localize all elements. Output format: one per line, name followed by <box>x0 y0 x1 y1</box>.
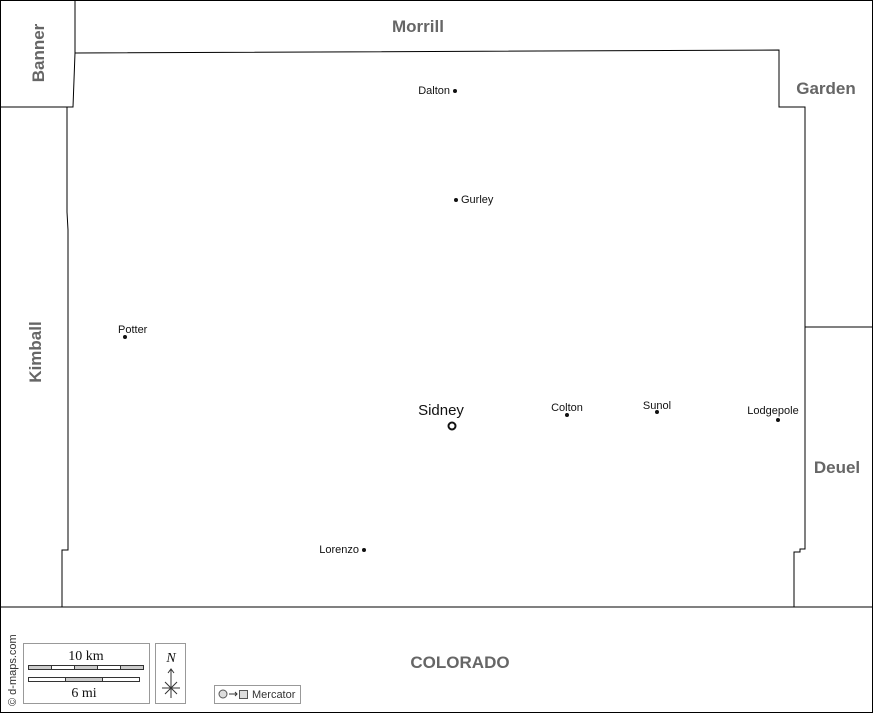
town-dot-gurley <box>454 198 458 202</box>
banner-border <box>0 0 76 108</box>
town-dot-lodgepole <box>776 418 780 422</box>
north-arrow: N <box>155 643 186 704</box>
town-potter: Potter <box>118 324 148 336</box>
town-dot-potter <box>123 335 127 339</box>
town-dot-lorenzo <box>362 548 366 552</box>
arrow-icon <box>229 691 238 697</box>
scale-mi-label: 6 mi <box>71 686 96 701</box>
label-colorado: COLORADO <box>410 653 509 672</box>
town-dalton: Dalton <box>418 85 450 97</box>
town-colton: Colton <box>551 402 583 414</box>
north-label: N <box>165 651 176 666</box>
town-sunol: Sunol <box>643 400 671 412</box>
town-lorenzo: Lorenzo <box>319 544 359 556</box>
label-garden: Garden <box>796 79 856 98</box>
scale-km-label: 10 km <box>68 649 104 664</box>
label-kimball: Kimball <box>26 321 45 382</box>
label-deuel: Deuel <box>814 458 860 477</box>
town-dot-sunol <box>655 410 659 414</box>
credit: © d-maps.com <box>7 634 19 706</box>
label-banner: Banner <box>29 23 48 82</box>
county-seat-marker <box>447 421 457 431</box>
scale-bar: 10 km 6 mi <box>23 643 150 704</box>
county-border <box>61 49 806 608</box>
projection-box: Mercator <box>214 685 301 704</box>
square-icon <box>239 690 248 699</box>
town-gurley: Gurley <box>461 194 494 206</box>
projection-label: Mercator <box>252 689 296 701</box>
town-lodgepole: Lodgepole <box>747 405 798 417</box>
label-morrill: Morrill <box>392 17 444 36</box>
town-dot-dalton <box>453 89 457 93</box>
compass-icon <box>162 668 180 698</box>
town-sidney: Sidney <box>418 402 464 419</box>
town-dot-colton <box>565 413 569 417</box>
globe-icon <box>218 689 228 699</box>
